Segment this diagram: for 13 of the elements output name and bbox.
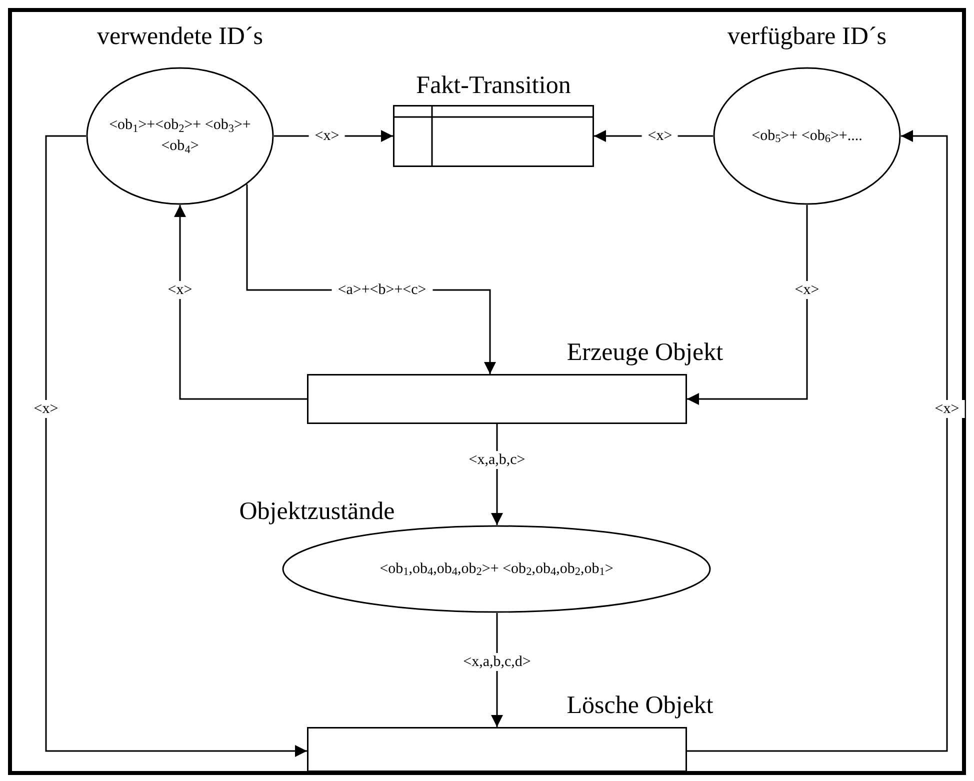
node-heading: Objektzustände: [238, 497, 396, 527]
node-heading: verwendete ID´s: [96, 22, 264, 52]
arrow: [174, 205, 307, 400]
node-heading: Lösche Objekt: [566, 691, 714, 721]
arrow: [687, 205, 808, 405]
node-heading: Erzeuge Objekt: [566, 338, 724, 368]
arrow: [687, 130, 948, 752]
token-text: <ob$_{1}$,ob$_{4}$,ob$_{4}$,ob$_{2}$>+ <ob$_{2}$,ob$_{4}$,ob$_{2}$,ob$_{1}$>: [378, 560, 614, 580]
node-heading: Fakt-Transition: [415, 71, 572, 101]
node-heading: verfügbare ID´s: [726, 22, 888, 52]
arrow: [45, 135, 307, 757]
token-text: <ob$_{1}$>+<ob$_{2}$>+ <ob$_{3}$>+<ob$_{4}$>: [108, 116, 252, 157]
token-text: <ob$_{5}$>+ <ob$_{6}$>+....: [750, 126, 864, 146]
